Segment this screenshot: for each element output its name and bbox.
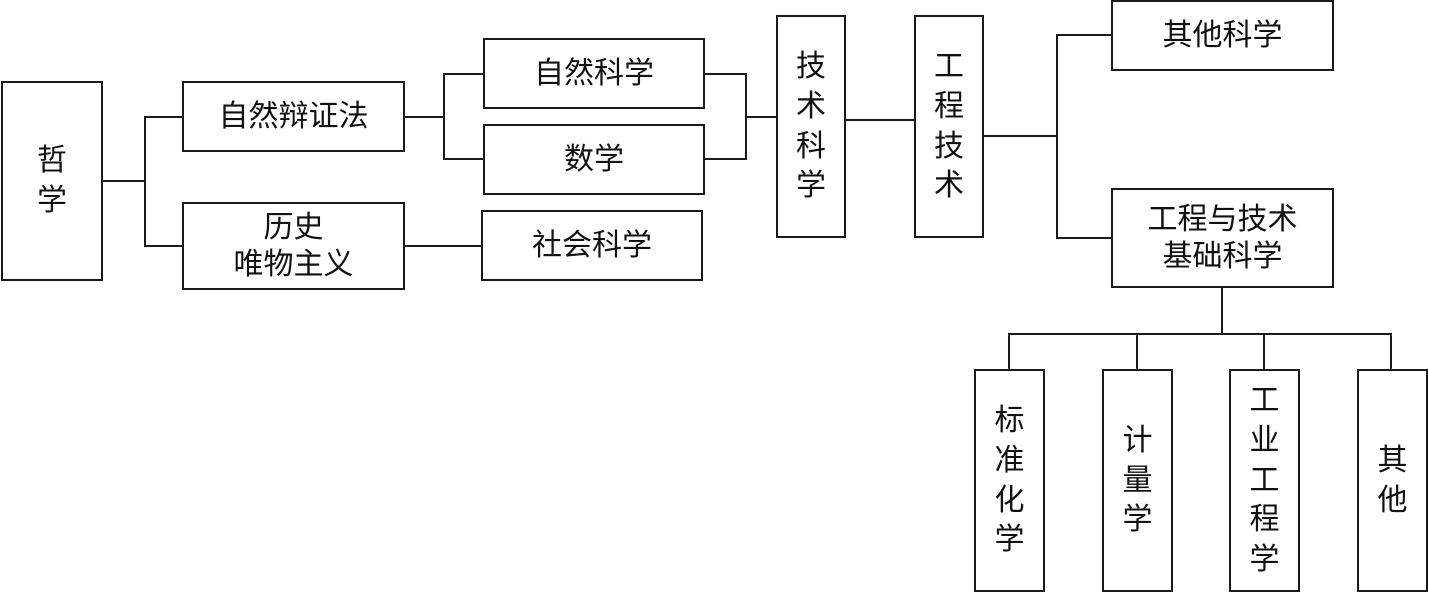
node-label: 计 量 学	[1122, 422, 1153, 538]
node-label: 自然辩证法	[218, 98, 369, 134]
connector	[1056, 34, 1112, 36]
node-philosophy: 哲 学	[1, 81, 103, 281]
connector	[745, 116, 777, 118]
connector	[1056, 34, 1058, 239]
node-natural-science: 自然科学	[483, 38, 705, 109]
node-social-science: 社会科学	[481, 210, 703, 281]
node-label: 标 准 化 学	[994, 402, 1025, 558]
connector	[1056, 237, 1112, 239]
connector	[1008, 333, 1392, 335]
node-label: 数学	[564, 141, 624, 177]
connector	[704, 73, 746, 75]
node-label: 工 业 工 程 学	[1249, 382, 1280, 578]
node-label: 其他科学	[1162, 17, 1283, 53]
connector	[845, 119, 915, 121]
connector	[404, 245, 482, 247]
node-label: 哲 学	[37, 143, 67, 218]
node-metrology: 计 量 学	[1102, 369, 1173, 592]
connector	[144, 116, 183, 118]
node-technical-science: 技 术 科 学	[776, 15, 846, 238]
node-engineering-foundation-science: 工程与技术 基础科学	[1111, 188, 1334, 288]
connector	[102, 180, 145, 182]
node-label: 工程与技术 基础科学	[1147, 201, 1298, 275]
node-engineering-technology: 工 程 技 术	[914, 15, 984, 238]
connector	[144, 116, 146, 247]
node-others: 其 他	[1357, 369, 1428, 592]
node-industrial-engineering: 工 业 工 程 学	[1229, 369, 1300, 592]
node-other-sciences: 其他科学	[1111, 0, 1334, 71]
connector	[404, 116, 444, 118]
connector	[443, 73, 445, 160]
node-label: 工 程 技 术	[934, 48, 964, 204]
connector	[1136, 333, 1138, 370]
connector	[1390, 333, 1392, 370]
connector	[1008, 333, 1010, 370]
connector	[1263, 333, 1265, 370]
node-mathematics: 数学	[483, 124, 705, 195]
node-standardization: 标 准 化 学	[974, 369, 1045, 592]
node-label: 技 术 科 学	[796, 48, 826, 204]
node-dialectics-of-nature: 自然辩证法	[182, 81, 405, 152]
connector	[1221, 286, 1223, 335]
node-label: 其 他	[1377, 442, 1408, 518]
node-label: 历史 唯物主义	[233, 209, 354, 283]
connector	[443, 158, 484, 160]
connector	[443, 73, 484, 75]
node-label: 社会科学	[532, 227, 652, 263]
connector	[704, 158, 746, 160]
connector	[144, 245, 183, 247]
connector	[983, 135, 1057, 137]
node-historical-materialism: 历史 唯物主义	[182, 202, 405, 290]
node-label: 自然科学	[534, 55, 654, 91]
